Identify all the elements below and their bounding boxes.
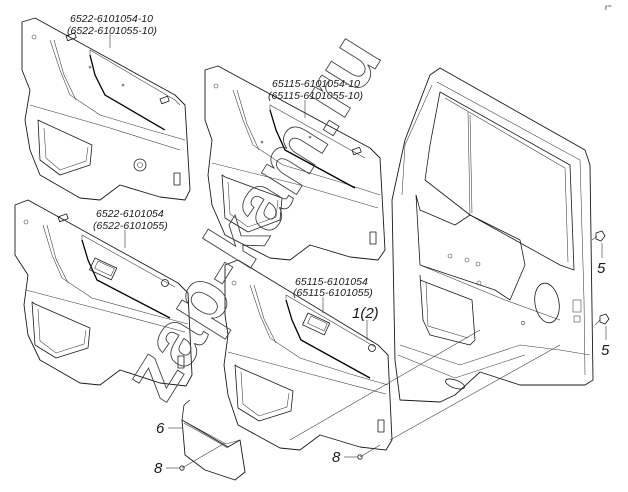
trim-panel-65115[interactable] bbox=[223, 259, 393, 451]
corner-mark: r⁼ bbox=[605, 3, 612, 12]
trim-panel-6522-10[interactable] bbox=[21, 17, 191, 201]
part-number-label: (65115-6101055) bbox=[293, 287, 373, 299]
callout-clip: 5 bbox=[597, 260, 606, 277]
callout-clip: 5 bbox=[601, 342, 610, 359]
part-number-label: 6522-6101054 bbox=[96, 208, 164, 220]
clip-lower[interactable] bbox=[594, 313, 610, 326]
assembly-line bbox=[389, 344, 561, 441]
door-frame[interactable] bbox=[391, 67, 594, 403]
callout-pocket: 6 bbox=[156, 420, 165, 437]
part-number-label: (65115-6101055-10) bbox=[268, 90, 363, 102]
part-number-label: 65115-6101054 bbox=[295, 276, 368, 288]
part-number-label: (6522-6101055-10) bbox=[67, 25, 157, 37]
callout-screw: 8 bbox=[332, 449, 341, 466]
callout-screw: 8 bbox=[154, 460, 163, 477]
trim-panel-65115-10[interactable] bbox=[204, 65, 386, 261]
part-number-label: 65115-6101054-10 bbox=[272, 78, 360, 90]
part-number-label: (6522-6101055) bbox=[93, 220, 168, 232]
assembly-line bbox=[289, 329, 481, 441]
clip-upper[interactable] bbox=[591, 230, 606, 242]
callout-door-frame: 1(2) bbox=[352, 305, 379, 322]
trim-panel-6522[interactable] bbox=[14, 199, 193, 387]
part-number-label: 6522-6101054-10 bbox=[70, 13, 153, 25]
